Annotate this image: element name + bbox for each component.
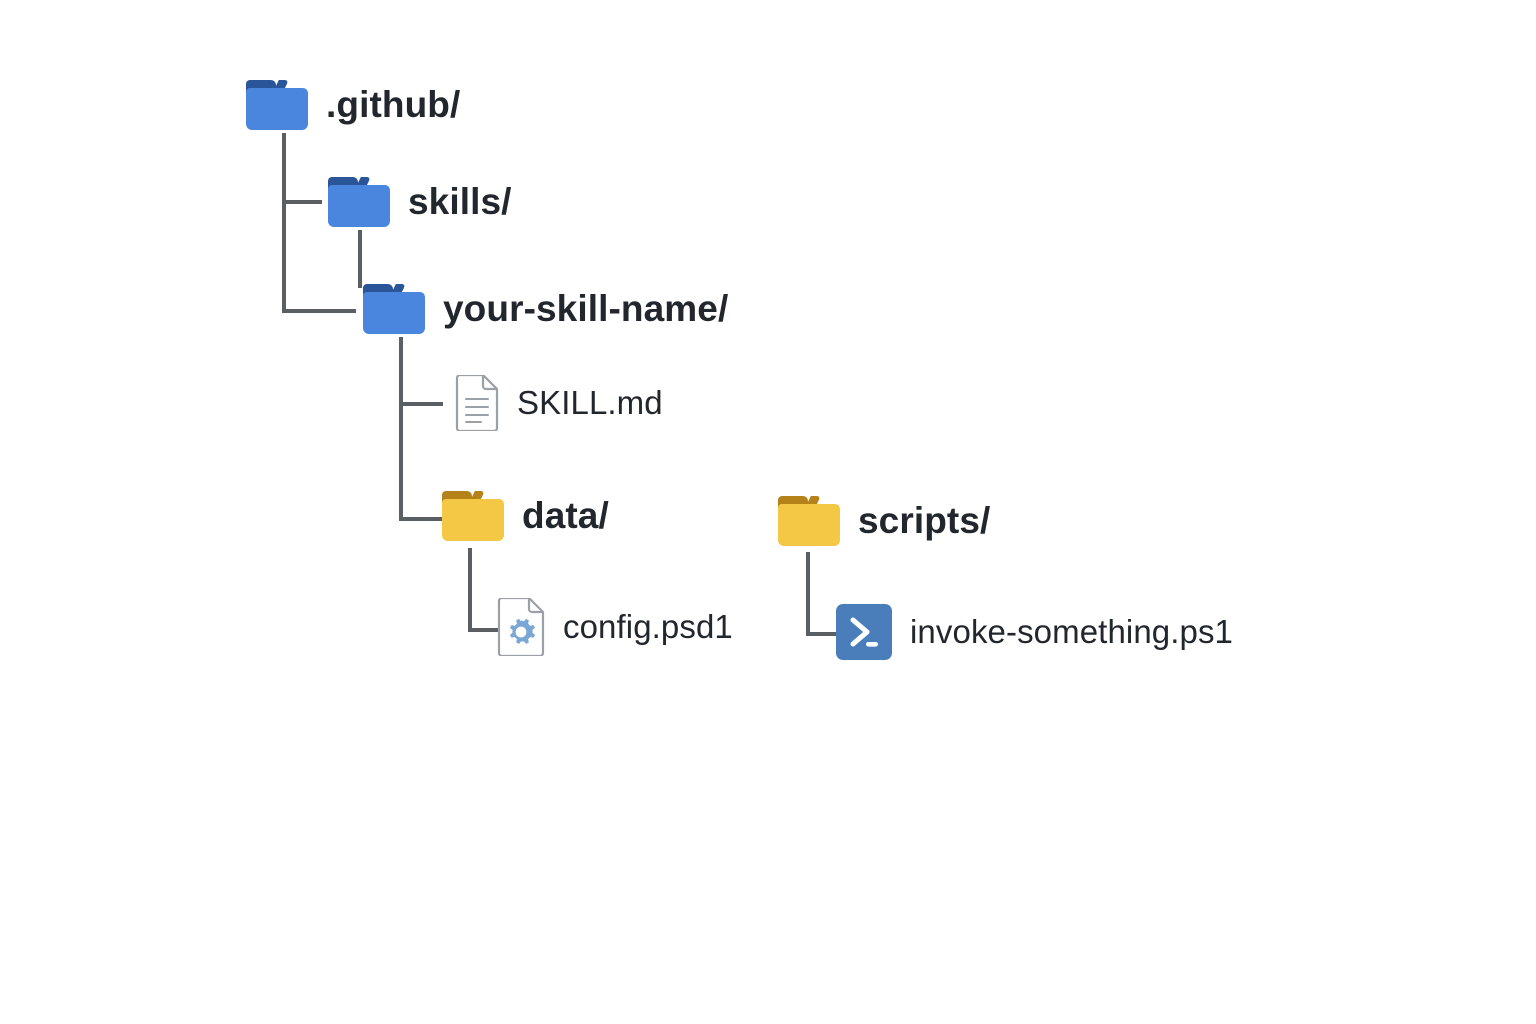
tree-node-skill-md[interactable]: SKILL.md <box>455 373 663 433</box>
tree-node-label: data/ <box>522 495 609 536</box>
connector-line <box>806 552 810 636</box>
connector-line <box>468 548 472 632</box>
tree-node-label: your-skill-name/ <box>443 288 729 329</box>
tree-node-label: skills/ <box>408 181 512 222</box>
tree-node-config-psd1[interactable]: config.psd1 <box>497 596 733 658</box>
powershell-icon <box>836 604 892 660</box>
connector-line <box>399 517 443 521</box>
folder-blue-icon <box>328 177 390 227</box>
connector-line <box>282 309 356 313</box>
tree-node-github[interactable]: .github/ <box>246 80 460 130</box>
connector-line <box>806 632 836 636</box>
connector-line <box>282 133 286 313</box>
tree-node-label: SKILL.md <box>517 384 663 421</box>
config-document-icon <box>497 596 545 658</box>
tree-node-invoke-something-ps1[interactable]: invoke-something.ps1 <box>836 604 1233 660</box>
connector-line <box>399 402 443 406</box>
connector-line <box>468 628 500 632</box>
folder-blue-icon <box>246 80 308 130</box>
folder-yellow-icon <box>778 496 840 546</box>
tree-node-label: config.psd1 <box>563 608 733 645</box>
tree-node-label: scripts/ <box>858 500 991 541</box>
tree-node-data[interactable]: data/ <box>442 491 609 541</box>
folder-blue-icon <box>363 284 425 334</box>
tree-node-skills[interactable]: skills/ <box>328 177 512 227</box>
folder-yellow-icon <box>442 491 504 541</box>
tree-node-your-skill-name[interactable]: your-skill-name/ <box>363 284 728 334</box>
connector-line <box>282 200 322 204</box>
tree-node-label: .github/ <box>326 84 461 125</box>
document-icon <box>455 373 499 433</box>
tree-node-label: invoke-something.ps1 <box>910 613 1234 650</box>
tree-node-scripts[interactable]: scripts/ <box>778 496 990 546</box>
connector-line <box>358 230 362 288</box>
connector-line <box>399 337 403 521</box>
